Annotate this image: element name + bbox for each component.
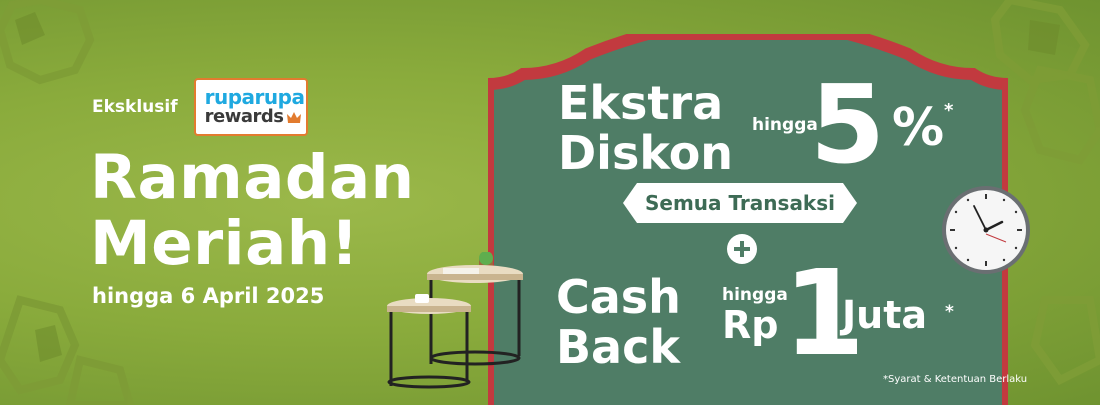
cashback-currency: Rp (722, 303, 779, 347)
side-table-image (387, 252, 523, 389)
discount-value: 5 (810, 63, 886, 188)
ruparupa-rewards-logo: ruparupa rewards (193, 78, 308, 136)
logo-rewards-row: rewards (205, 107, 306, 127)
promo-title: Ramadan Meriah! (90, 145, 415, 277)
cashback-asterisk: * (945, 302, 954, 322)
crown-icon (287, 111, 302, 123)
extra-line-1: Ekstra (558, 76, 724, 130)
promo-date: hingga 6 April 2025 (92, 284, 325, 308)
terms-note: *Syarat & Ketentuan Berlaku (883, 374, 1028, 385)
cash-line-2: Back (556, 320, 680, 374)
logo-rewards-text: rewards (204, 106, 284, 127)
discount-upto-label: hingga (752, 115, 818, 135)
title-line-2: Meriah! (90, 208, 359, 279)
discount-unit: % (892, 98, 945, 158)
exclusive-row: Eksklusif ruparupa rewards (92, 78, 308, 136)
logo-ruparupa-text: ruparupa (204, 85, 305, 109)
extra-discount-label: Ekstra Diskon (558, 78, 733, 178)
discount-asterisk: * (944, 100, 954, 121)
cashback-label: Cash Back (556, 272, 681, 372)
cashback-upto-label: hingga (722, 285, 788, 305)
exclusive-label: Eksklusif (92, 97, 178, 117)
extra-line-2: Diskon (558, 126, 734, 180)
cash-line-1: Cash (556, 270, 681, 324)
title-line-1: Ramadan (90, 142, 415, 213)
cashback-value: 1 (783, 244, 866, 382)
wall-clock-image (942, 186, 1030, 274)
plus-icon (727, 234, 757, 264)
cashback-unit: Juta (842, 293, 927, 337)
scope-ribbon: Semua Transaksi (623, 183, 857, 223)
